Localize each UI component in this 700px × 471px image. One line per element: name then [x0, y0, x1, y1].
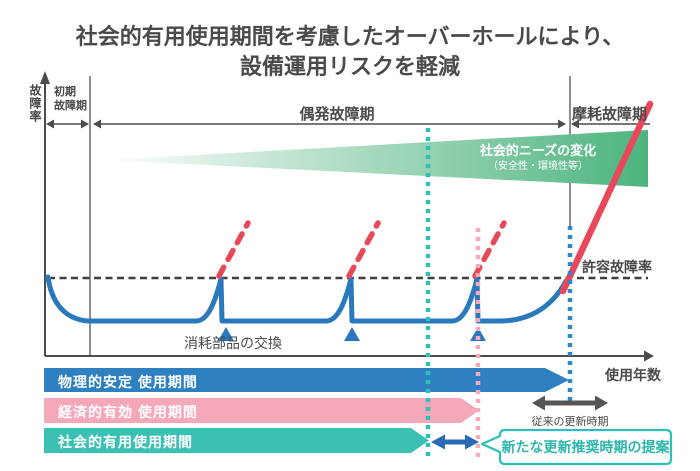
proposed-shift-arrowhead-right	[465, 434, 479, 450]
risk-projection-dashed-2	[346, 220, 381, 279]
initial-period-arrowhead-right	[81, 119, 89, 129]
conventional-renewal-arrowhead-left	[532, 395, 545, 411]
conventional-renewal-label: 従来の更新時期	[531, 416, 609, 428]
page-title: 社会的有用使用期間を考慮したオーバーホールにより、 設備運用リスクを軽減	[0, 22, 700, 82]
failure-rate-curve	[45, 274, 569, 324]
economic-effective-period-label: 経済的有効 使用期間	[58, 404, 198, 420]
initial-failure-period-label: 初期 故障期	[54, 86, 87, 112]
proposal-bubble	[480, 428, 673, 466]
physical-stable-period-label: 物理的安定 使用期間	[58, 374, 198, 390]
wear-period-arrowhead-left	[571, 119, 579, 129]
parts-replacement-label: 消耗部品の交換	[184, 335, 282, 351]
y-axis-arrowhead	[40, 71, 50, 84]
title-line2: 設備運用リスクを軽減	[239, 54, 460, 79]
physical-stable-period-bar	[44, 368, 569, 392]
social-needs-label-line1: 社会的ニーズの変化	[479, 143, 597, 158]
conventional-renewal-arrowhead-right	[595, 395, 608, 411]
social-useful-period-bar	[44, 428, 429, 453]
social-useful-period-label: 社会的有用使用期間	[58, 434, 193, 450]
random-period-arrowhead-right	[558, 119, 566, 129]
random-period-arrowhead-left	[93, 119, 101, 129]
social-needs-label-line2: （安全性・環境性等）	[488, 161, 588, 172]
x-axis-arrowhead	[644, 350, 654, 362]
y-axis-label: 故障率	[28, 84, 42, 123]
wear-out-rise-line	[559, 100, 654, 295]
economic-effective-period-bar	[44, 398, 479, 423]
social-needs-wedge	[105, 130, 648, 187]
initial-period-arrowhead-left	[46, 119, 54, 129]
new-renewal-proposal-label: 新たな更新推奨時期の提案	[501, 439, 670, 455]
title-line1: 社会的有用使用期間を考慮したオーバーホールにより、	[75, 24, 625, 49]
replacement-marker-1	[218, 327, 234, 341]
replacement-marker-2	[344, 327, 360, 341]
risk-projection-dashed-1	[216, 220, 251, 279]
proposed-shift-arrowhead-left	[431, 434, 445, 450]
random-failure-period-label: 偶発故障期	[299, 106, 375, 123]
allowable-failure-rate-label: 許容故障率	[582, 259, 652, 275]
x-axis-label: 使用年数	[605, 367, 661, 383]
wear-failure-period-label: 摩耗故障期	[572, 106, 648, 123]
replacement-marker-3	[470, 327, 486, 341]
